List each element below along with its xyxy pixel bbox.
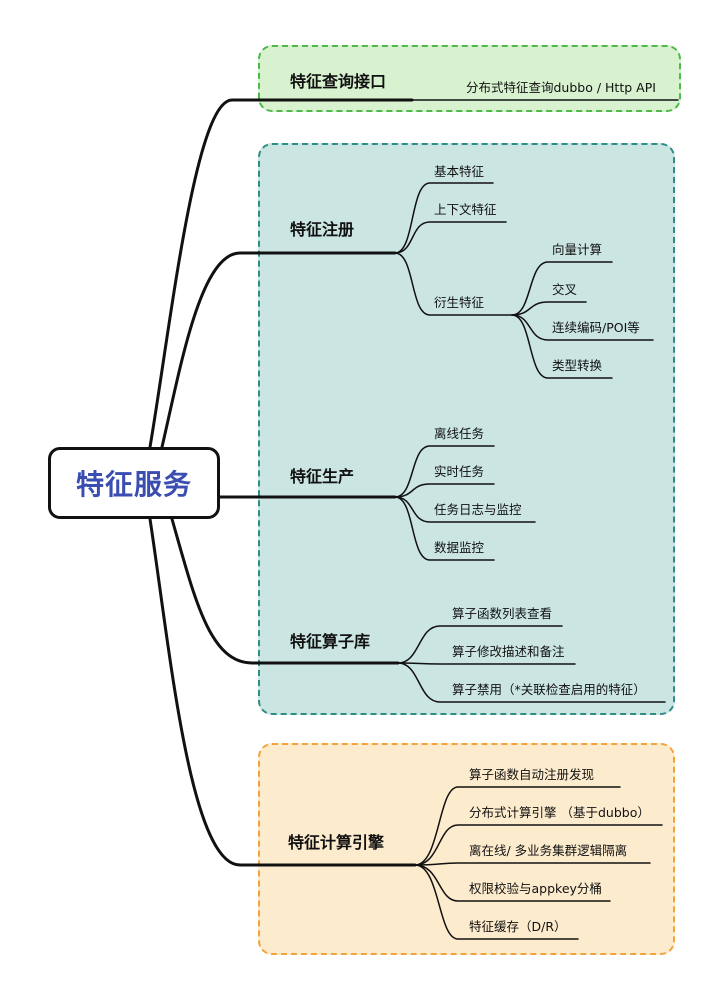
- leaf-operator-disable: 算子禁用（*关联检查启用的特征）: [452, 682, 646, 697]
- edge-operator-list: [397, 625, 563, 664]
- group-feature-management: [258, 143, 675, 715]
- leaf-realtime-task: 实时任务: [434, 464, 485, 479]
- edge-compute-distributed: [414, 824, 663, 866]
- edge-production-log: [394, 496, 536, 523]
- leaf-cross: 交叉: [552, 282, 578, 297]
- edge-root-operator: [170, 517, 400, 665]
- branch-feature-production: 特征生产: [290, 467, 355, 486]
- leaf-type-conversion: 类型转换: [552, 358, 603, 373]
- group-feature-compute-engine: [258, 743, 675, 955]
- edge-operator-modify: [397, 662, 576, 665]
- leaf-offline-task: 离线任务: [434, 426, 485, 441]
- edge-production-offline: [394, 445, 495, 498]
- leaf-context-feature: 上下文特征: [434, 202, 497, 217]
- leaf-permission-bucket: 权限校验与appkey分桶: [469, 881, 602, 896]
- root-node: 特征服务: [48, 447, 220, 519]
- branch-feature-register: 特征注册: [290, 220, 355, 239]
- edge-register-derived: [394, 252, 513, 316]
- leaf-basic-feature: 基本特征: [434, 164, 485, 179]
- edge-root-compute: [148, 517, 417, 867]
- edge-derived-typeconv: [511, 314, 613, 379]
- edge-compute-isolation: [414, 862, 651, 866]
- leaf-feature-cache: 特征缓存（D/R）: [469, 919, 567, 934]
- edge-production-realtime: [394, 483, 495, 498]
- leaf-auto-register: 算子函数自动注册发现: [469, 767, 595, 782]
- edge-compute-permission: [414, 864, 611, 902]
- branch-operator-library: 特征算子库: [290, 632, 371, 651]
- leaf-query-api: 分布式特征查询dubbo / Http API: [466, 80, 656, 95]
- leaf-operator-modify: 算子修改描述和备注: [452, 644, 565, 659]
- edge-register-basic: [394, 182, 494, 254]
- branch-compute-engine: 特征计算引擎: [288, 833, 385, 852]
- edge-derived-cross: [511, 301, 587, 316]
- leaf-cluster-isolation: 离在线/ 多业务集群逻辑隔离: [469, 843, 628, 858]
- leaf-distributed-engine: 分布式计算引擎 （基于dubbo）: [469, 805, 650, 820]
- edge-root-register: [160, 251, 397, 449]
- edge-operator-disable: [397, 662, 666, 703]
- leaf-task-log-monitor: 任务日志与监控: [434, 502, 522, 517]
- edge-production-datamon: [394, 496, 495, 561]
- leaf-data-monitor: 数据监控: [434, 540, 485, 555]
- leaf-derived-feature: 衍生特征: [434, 295, 485, 310]
- leaf-operator-list: 算子函数列表查看: [452, 606, 553, 621]
- edge-compute-cache: [414, 864, 579, 940]
- edge-root-query: [148, 98, 414, 449]
- leaf-vector-compute: 向量计算: [552, 242, 603, 257]
- edge-derived-vector: [511, 261, 613, 316]
- edge-derived-encoding: [511, 314, 654, 341]
- leaf-continuous-encoding: 连续编码/POI等: [552, 320, 640, 335]
- edge-register-context: [394, 221, 507, 254]
- edge-compute-autoreg: [414, 786, 621, 866]
- branch-feature-query: 特征查询接口: [290, 72, 387, 91]
